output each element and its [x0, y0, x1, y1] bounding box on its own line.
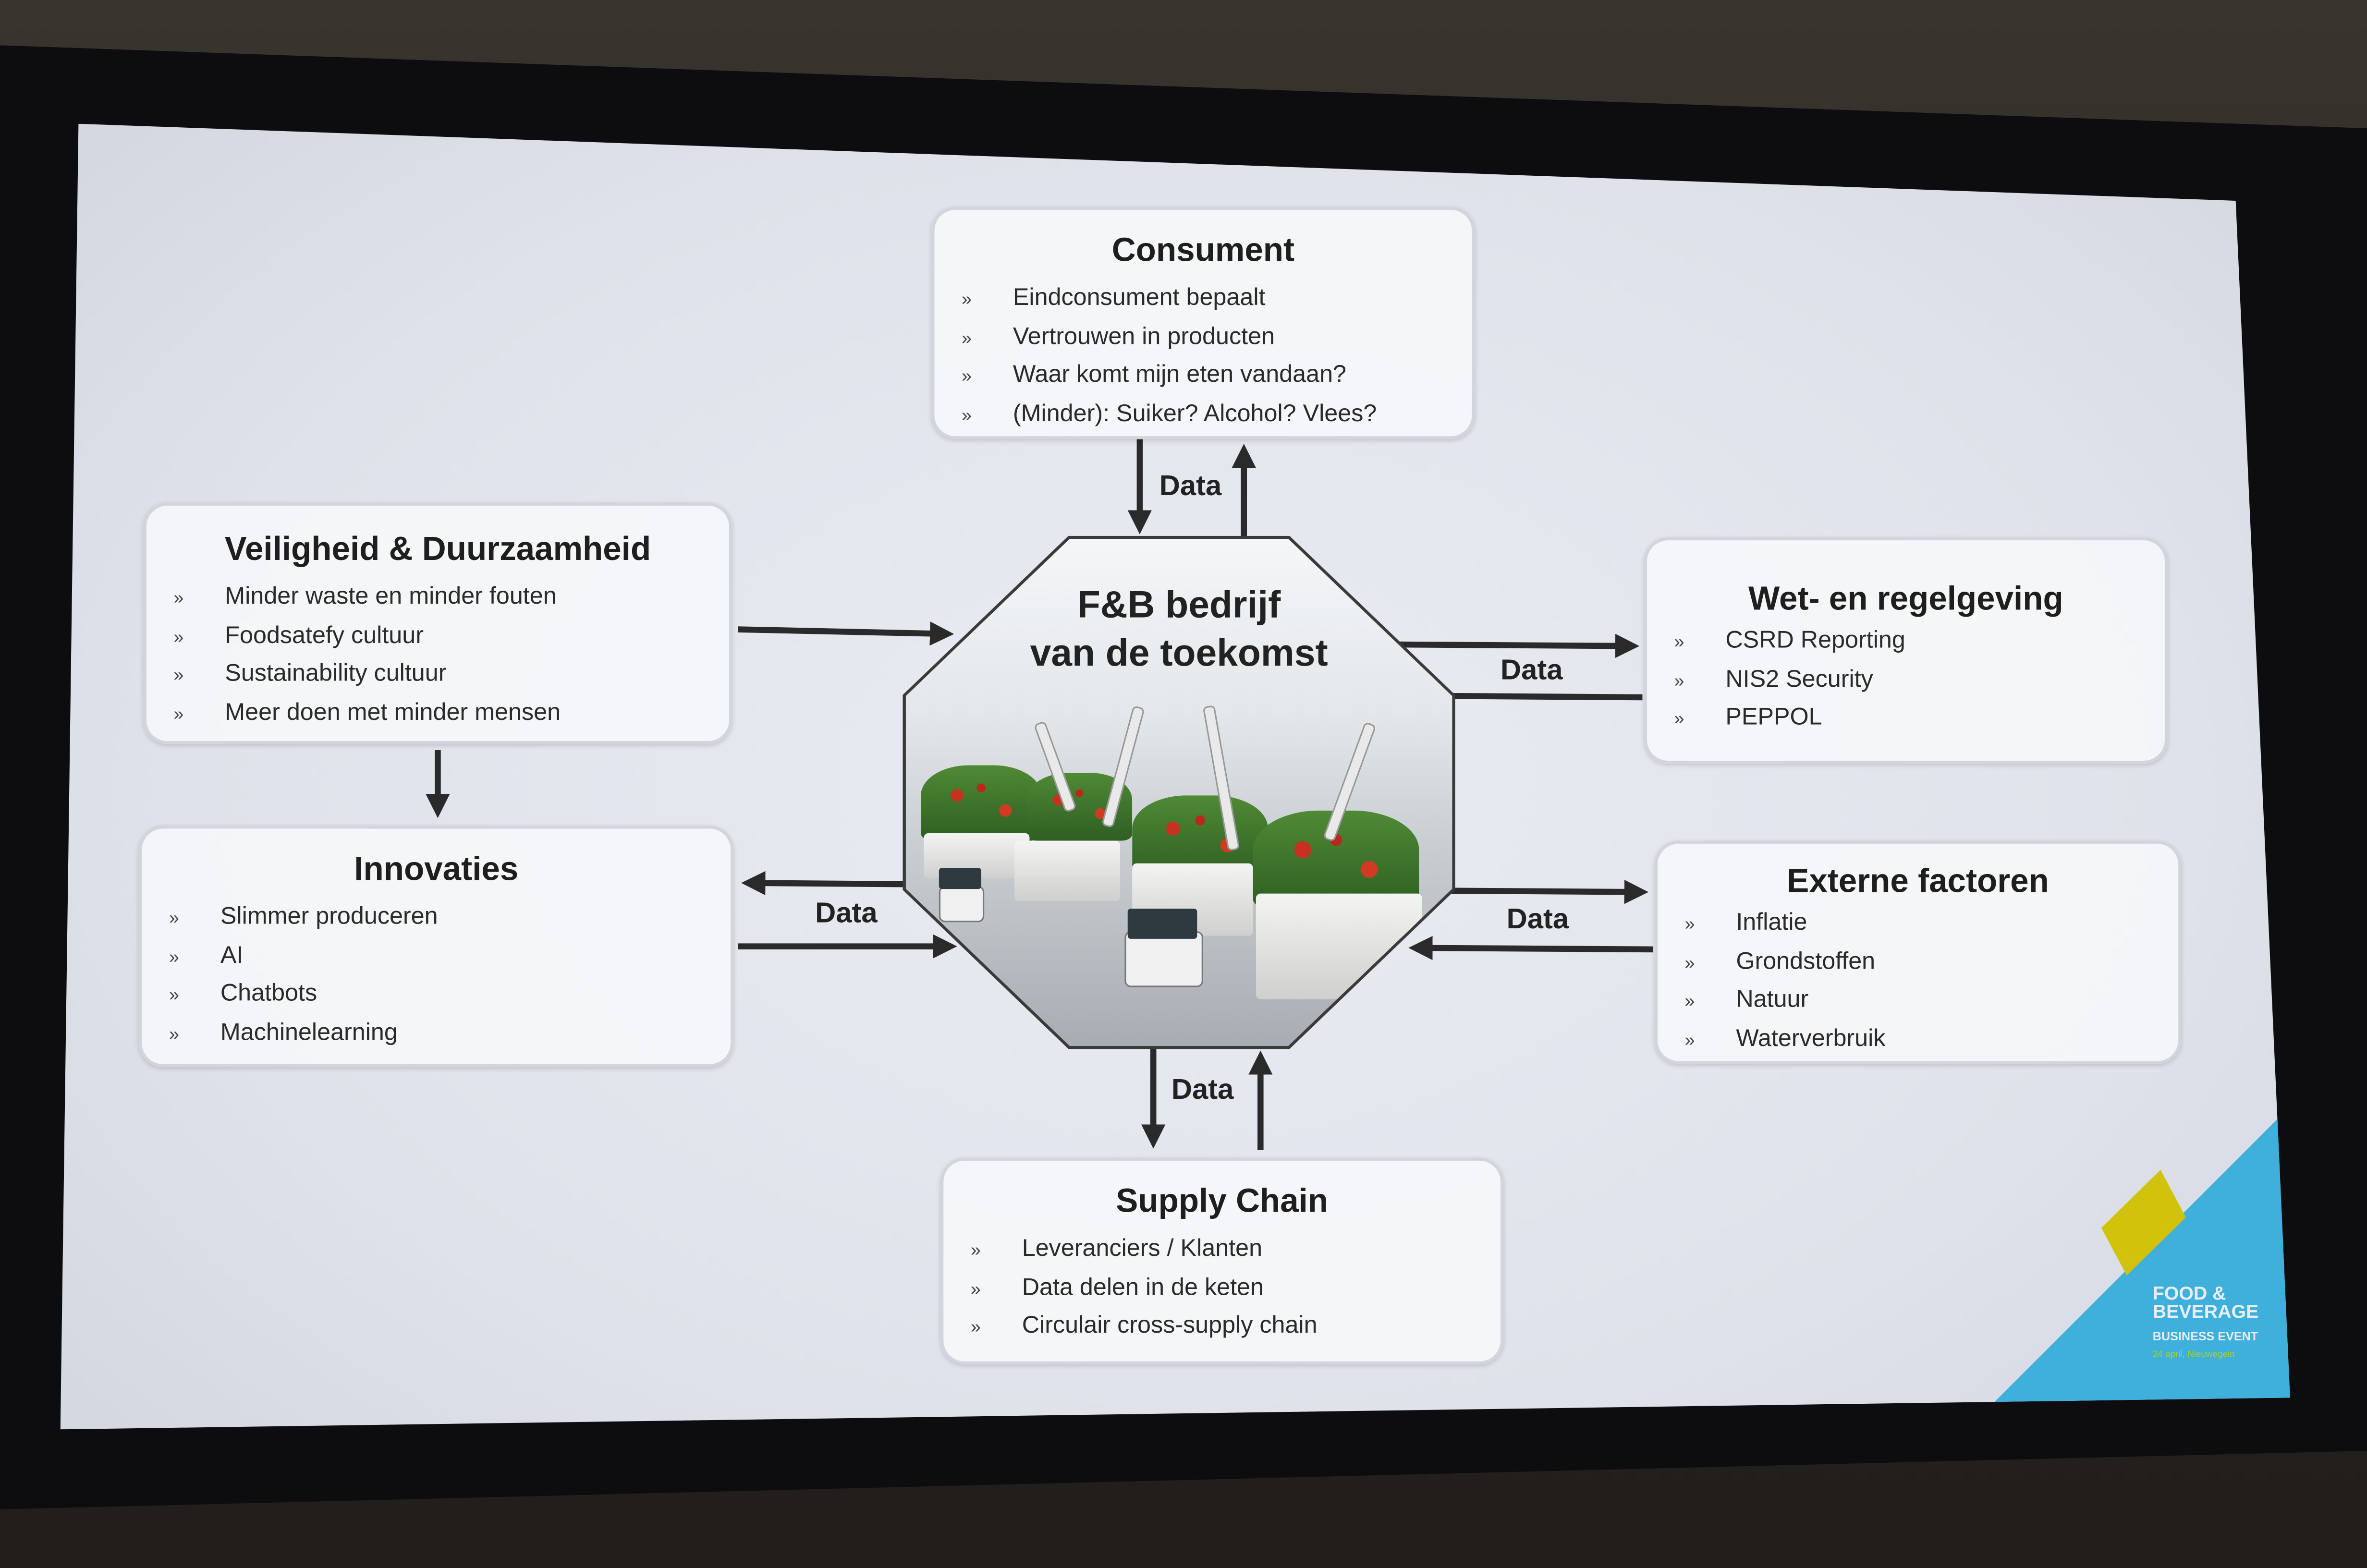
- bullet-icon: »: [169, 984, 180, 1006]
- arrow-wet-right: [1396, 633, 1640, 658]
- list-item: » AI: [142, 936, 731, 975]
- box-title: Supply Chain: [1116, 1181, 1329, 1220]
- box-wet: Wet- en regelgeving » CSRD Reporting » NIS2…: [1644, 537, 2168, 764]
- list-item: » Circulair cross-supply chain: [943, 1307, 1501, 1346]
- box-innovaties: Innovaties » Slimmer produceren » AI » Chatbo…: [139, 826, 734, 1068]
- list-item: » Minder waste en minder fouten: [146, 578, 729, 617]
- bullet-icon: »: [1674, 708, 1684, 729]
- logo-subtitle: BUSINESS EVENT: [2152, 1329, 2258, 1344]
- list-item-text: CSRD Reporting: [1725, 628, 1905, 654]
- arrow-externe-right: [1425, 880, 1649, 904]
- list-item-text: (Minder): Suiker? Alcohol? Vlees?: [1013, 401, 1377, 426]
- bullet-icon: »: [173, 625, 184, 647]
- box-title: Innovaties: [354, 850, 519, 888]
- center-title-line1: F&B bedrijf: [1077, 584, 1281, 627]
- logo-text: FOOD &BEVERAGE: [2152, 1283, 2259, 1323]
- list-item: » PEPPOL: [1647, 699, 2165, 737]
- list-item: » Chatbots: [142, 975, 731, 1013]
- bullet-icon: »: [169, 946, 180, 967]
- list-item-text: NIS2 Security: [1725, 666, 1873, 693]
- bullet-icon: »: [970, 1277, 981, 1299]
- bullet-icon: »: [970, 1239, 981, 1261]
- bullet-icon: »: [1674, 669, 1684, 691]
- list-item: » Slimmer produceren: [142, 898, 731, 936]
- list-item-text: Machinelearning: [220, 1020, 398, 1045]
- bullet-icon: »: [173, 664, 184, 685]
- center-title: F&B bedrijf van de toekomst: [906, 581, 1452, 678]
- list-item-text: PEPPOL: [1725, 705, 1822, 731]
- data-label-innovaties: Data: [815, 898, 878, 930]
- list-item-text: Vertrouwen in producten: [1013, 324, 1275, 350]
- box-title: Externe factoren: [1787, 862, 2049, 900]
- center-title-line2: van de toekomst: [1030, 632, 1328, 675]
- bullet-icon: »: [173, 703, 184, 724]
- list-item: » Waterverbruik: [1658, 1020, 2178, 1058]
- bullet-icon: »: [169, 907, 180, 928]
- list-item: » Sustainability cultuur: [146, 655, 729, 693]
- list-item-text: Chatbots: [220, 981, 317, 1007]
- list-item-text: Waterverbruik: [1736, 1025, 1886, 1052]
- bullet-icon: »: [169, 1022, 180, 1044]
- list-item-text: AI: [220, 942, 244, 969]
- list-item: » (Minder): Suiker? Alcohol? Vlees?: [934, 395, 1472, 433]
- list-item: » Meer doen met minder mensen: [146, 693, 729, 732]
- list-item: » Leveranciers / Klanten: [943, 1230, 1501, 1268]
- bullet-icon: »: [173, 587, 184, 608]
- arrow-veiligheid-right: [738, 621, 954, 646]
- list-item-text: Leveranciers / Klanten: [1022, 1236, 1263, 1262]
- bullet-icon: »: [970, 1316, 981, 1337]
- list-item-text: Waar komt mijn eten vandaan?: [1013, 362, 1347, 388]
- list-item: » Data delen in de keten: [943, 1269, 1501, 1307]
- data-label-wet: Data: [1501, 655, 1563, 687]
- bullet-icon: »: [1684, 913, 1695, 935]
- list-item-text: Minder waste en minder fouten: [225, 584, 557, 610]
- list-item-text: Data delen in de keten: [1022, 1275, 1264, 1301]
- list-item-text: Sustainability cultuur: [225, 661, 447, 687]
- list-item: » CSRD Reporting: [1647, 622, 2165, 660]
- data-label-bottom: Data: [1171, 1074, 1234, 1106]
- list-item-text: Inflatie: [1736, 910, 1807, 936]
- logo-date: 24 april, Nieuwegein: [2152, 1350, 2235, 1360]
- bullet-icon: »: [962, 327, 972, 348]
- list-item-text: Circulair cross-supply chain: [1022, 1313, 1318, 1339]
- box-veiligheid: Veiligheid & Duurzaamheid » Minder waste …: [143, 502, 732, 744]
- list-item-text: Meer doen met minder mensen: [225, 699, 561, 726]
- bullet-icon: »: [1674, 631, 1684, 652]
- list-item-text: Natuur: [1736, 987, 1809, 1013]
- box-externe: Externe factoren »Inflatie»Grondstoffen»…: [1654, 840, 2182, 1064]
- list-item-text: Slimmer produceren: [220, 904, 438, 930]
- list-item: » Vertrouwen in producten: [934, 318, 1472, 356]
- box-supply-chain: Supply Chain » Leveranciers / Klanten » Dat…: [940, 1157, 1504, 1365]
- arrow-wet-left: [1419, 683, 1643, 708]
- list-item: » Waar komt mijn eten vandaan?: [934, 356, 1472, 395]
- box-title: Veiligheid & Duurzaamheid: [224, 530, 651, 568]
- list-item-text: Grondstoffen: [1736, 948, 1876, 974]
- list-item: » NIS2 Security: [1647, 660, 2165, 699]
- list-item: » Eindconsument bepaalt: [934, 279, 1472, 317]
- bullet-icon: »: [1684, 951, 1695, 973]
- bullet-icon: »: [1684, 990, 1695, 1011]
- box-title: Consument: [1111, 231, 1295, 269]
- bullet-icon: »: [962, 365, 972, 387]
- bullet-icon: »: [962, 403, 972, 425]
- box-title: Wet- en regelgeving: [1748, 579, 2063, 618]
- list-item-text: Foodsatefy cultuur: [225, 622, 424, 648]
- bullet-icon: »: [1684, 1028, 1695, 1050]
- list-item: » Natuur: [1658, 981, 2178, 1020]
- data-label-top: Data: [1159, 471, 1222, 503]
- list-item: » Machinelearning: [142, 1013, 731, 1052]
- box-consument: Consument » Eindconsument bepaalt » Vertrou…: [931, 207, 1475, 439]
- list-item: » Grondstoffen: [1658, 943, 2178, 981]
- list-item: » Inflatie: [1658, 904, 2178, 943]
- arrow-externe-left: [1408, 936, 1653, 960]
- bullet-icon: »: [962, 288, 972, 310]
- data-label-externe: Data: [1506, 904, 1569, 936]
- list-item: » Foodsatefy cultuur: [146, 617, 729, 655]
- list-item-text: Eindconsument bepaalt: [1013, 285, 1266, 311]
